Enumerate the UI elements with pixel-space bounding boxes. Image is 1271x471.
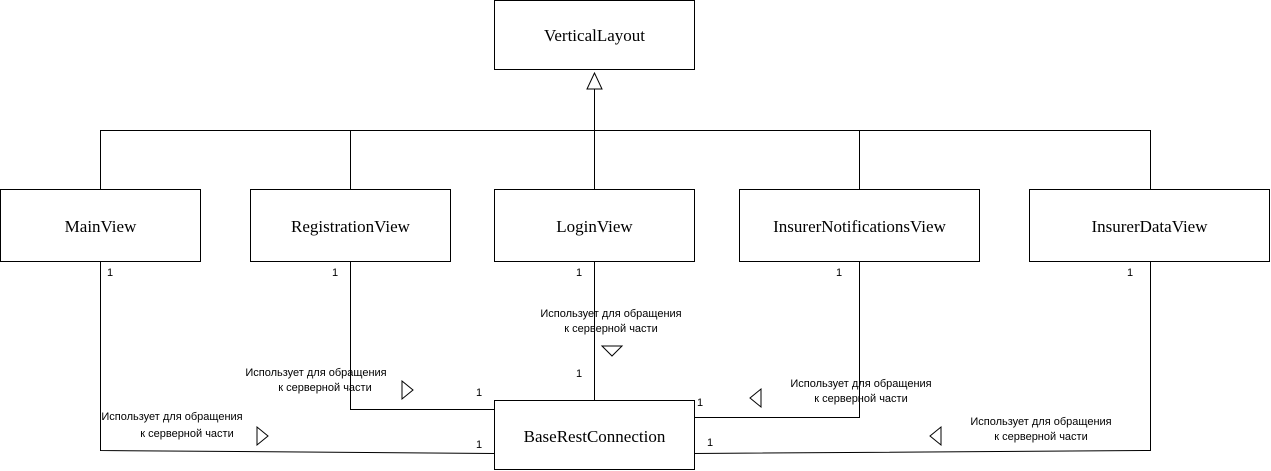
- association-line-main: [100, 262, 495, 454]
- direction-triangle-icon: [929, 425, 942, 447]
- association-line-notifications: [694, 262, 860, 418]
- class-box-base-rest-connection[interactable]: BaseRestConnection: [494, 400, 695, 470]
- multiplicity-login-source: 1: [576, 267, 582, 279]
- class-name: InsurerNotificationsView: [773, 217, 946, 236]
- generalization-arrow-icon: [586, 71, 603, 90]
- multiplicity-registration-source: 1: [332, 267, 338, 279]
- direction-triangle-icon: [749, 387, 762, 409]
- label-line: Использует для обращения: [245, 367, 386, 379]
- association-label-main: Использует для обращения к серверной час…: [101, 411, 242, 440]
- class-name: LoginView: [556, 217, 633, 236]
- multiplicity-main-source: 1: [107, 267, 113, 279]
- multiplicity-notifications-target: 1: [697, 397, 703, 409]
- multiplicity-main-target: 1: [476, 439, 482, 451]
- multiplicity-notifications-source: 1: [836, 267, 842, 279]
- class-box-vertical-layout[interactable]: VerticalLayout: [494, 0, 695, 70]
- association-line-data: [693, 262, 1151, 454]
- association-label-data: Использует для обращения к серверной час…: [970, 416, 1111, 443]
- class-box-registration-view[interactable]: RegistrationView: [250, 189, 451, 262]
- direction-triangle-icon: [401, 379, 414, 401]
- multiplicity-data-target: 1: [707, 437, 713, 449]
- label-line: к серверной части: [278, 382, 371, 394]
- label-line: к серверной части: [564, 323, 657, 335]
- class-box-insurer-data-view[interactable]: InsurerDataView: [1029, 189, 1270, 262]
- multiplicity-registration-target: 1: [476, 387, 482, 399]
- label-line: к серверной части: [814, 393, 907, 405]
- class-box-login-view[interactable]: LoginView: [494, 189, 695, 262]
- multiplicity-login-target: 1: [576, 368, 582, 380]
- association-label-notifications: Использует для обращения к серверной час…: [790, 378, 931, 405]
- inheritance-bus: [100, 130, 1151, 189]
- label-line: Использует для обращения: [970, 416, 1111, 428]
- association-label-login: Использует для обращения к серверной час…: [540, 308, 681, 335]
- direction-triangle-icon: [600, 345, 624, 357]
- class-box-main-view[interactable]: MainView: [0, 189, 201, 262]
- class-name: InsurerDataView: [1091, 217, 1208, 236]
- label-line: Использует для обращения: [540, 308, 681, 320]
- class-name: MainView: [65, 217, 137, 236]
- label-line: Использует для обращения: [101, 411, 242, 423]
- multiplicity-data-source: 1: [1127, 267, 1133, 279]
- direction-triangle-icon: [256, 425, 269, 447]
- association-label-registration: Использует для обращения к серверной час…: [245, 367, 386, 394]
- label-line: к серверной части: [994, 431, 1087, 443]
- class-name: VerticalLayout: [544, 26, 645, 45]
- label-line: Использует для обращения: [790, 378, 931, 390]
- class-box-insurer-notifications-view[interactable]: InsurerNotificationsView: [739, 189, 980, 262]
- association-line-registration: [350, 262, 494, 410]
- label-line: к серверной части: [140, 428, 233, 440]
- class-name: BaseRestConnection: [524, 427, 666, 446]
- class-name: RegistrationView: [291, 217, 411, 236]
